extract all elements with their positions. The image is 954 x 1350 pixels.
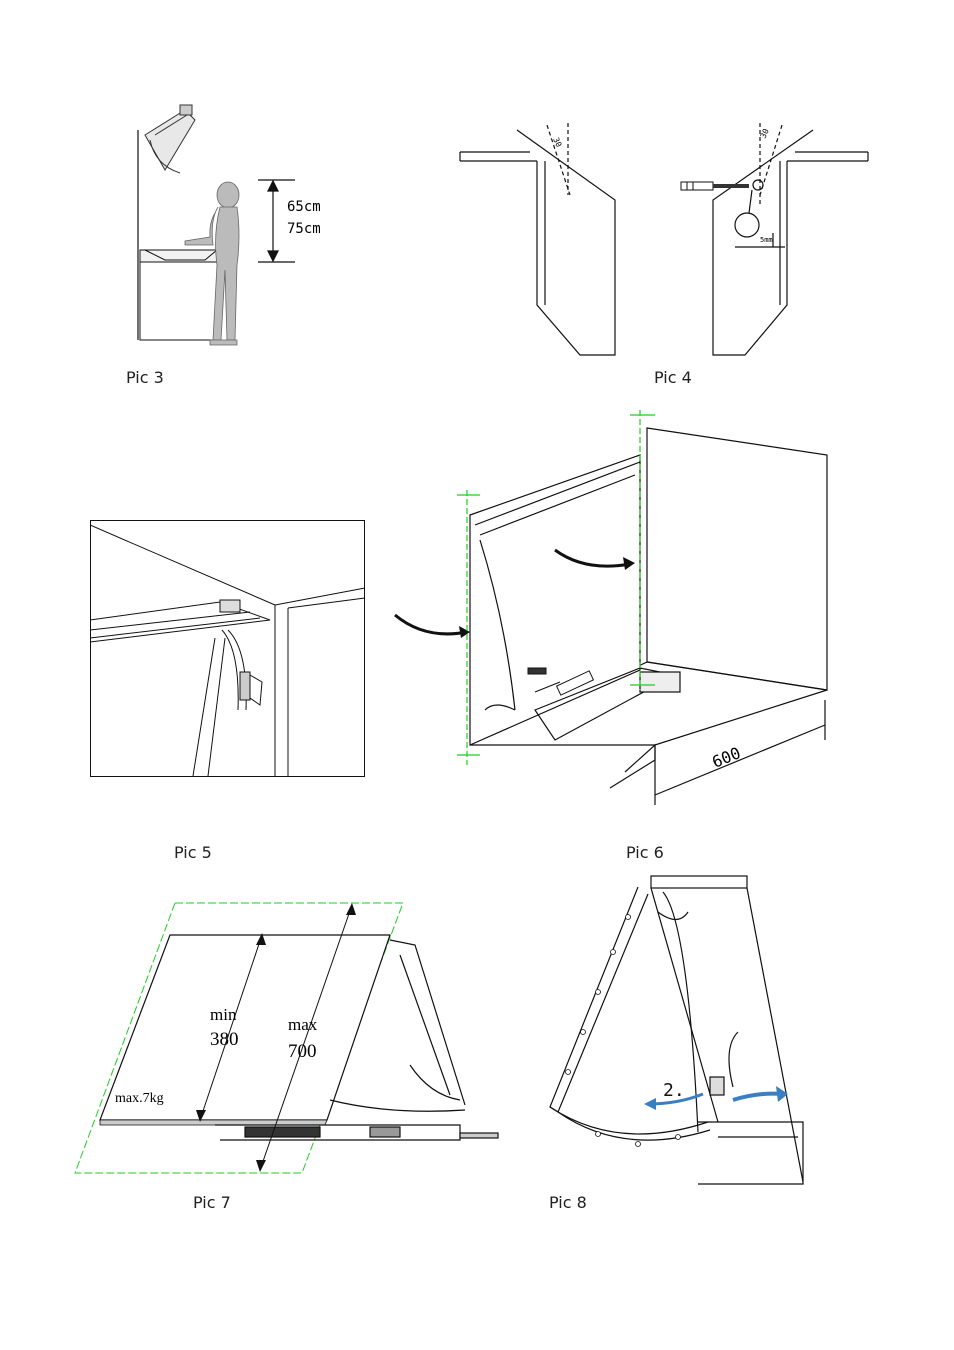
- min-value: 380: [210, 1029, 239, 1050]
- pic7-illustration: min 380 max 700 max.7kg: [74, 902, 499, 1174]
- caption-pic4: Pic 4: [654, 368, 692, 387]
- person-silhouette: [184, 181, 240, 346]
- rotate-arrow-right: [732, 1091, 784, 1102]
- pic4-dim-left: 30: [551, 136, 563, 149]
- insert-arrow-left: [394, 613, 468, 636]
- min-word: min: [210, 1005, 237, 1024]
- pic3-illustration: 65cm 75cm: [137, 104, 321, 346]
- hood-drawing: [144, 104, 196, 174]
- caption-pic3: Pic 3: [126, 368, 164, 387]
- pic4-screw-depth: 5mm: [760, 236, 773, 244]
- max-word: max: [288, 1015, 318, 1034]
- caption-pic8: Pic 8: [549, 1193, 587, 1212]
- caption-pic5: Pic 5: [174, 843, 212, 862]
- pic5-illustration: [90, 520, 366, 777]
- max-value: 700: [288, 1041, 317, 1062]
- caption-pic7: Pic 7: [193, 1193, 231, 1212]
- pic4-dim-right: 30: [759, 127, 771, 140]
- pic8-illustration: 2.: [549, 875, 804, 1185]
- height-label-2: 75cm: [287, 221, 321, 237]
- pic4-illustration: 30 30 5mm: [459, 123, 869, 356]
- pic6-width-label: 600: [709, 743, 743, 771]
- screwdriver-icon: [680, 181, 749, 191]
- pic6-illustration: 600: [394, 410, 828, 805]
- height-dimension: [258, 179, 295, 263]
- caption-pic6: Pic 6: [626, 843, 664, 862]
- height-label-1: 65cm: [287, 199, 321, 215]
- step-label: 2.: [663, 1080, 685, 1101]
- screwdriver-icon-2: [527, 667, 595, 696]
- insert-arrow-right: [554, 548, 631, 568]
- weight-label: max.7kg: [115, 1091, 164, 1106]
